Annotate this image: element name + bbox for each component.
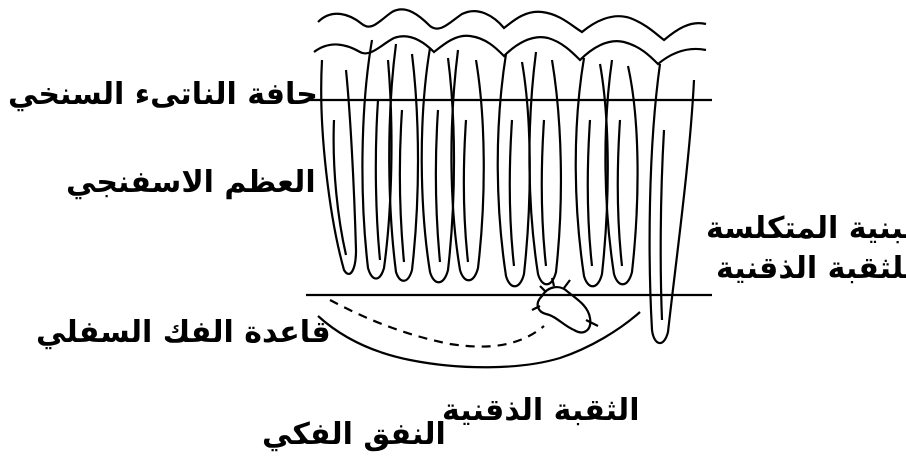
root-3-canal [434,109,470,263]
calcified-structure-label-line1: البنية المتكلسة [706,211,906,246]
root-3-distal [450,49,485,282]
mental-foramen-spikes [531,277,599,327]
root-1-canal [332,119,348,256]
alveolar-crest-label: حافة الناتىء السنخي [8,77,318,112]
root-4-distal [528,51,563,286]
crown-outline-upper [317,8,707,42]
crown-outline-lower [313,34,707,66]
root-5-canal [586,119,624,267]
cancellous-bone-label: العظم الاسفنجي [66,165,316,200]
mandible-base-label: قاعدة الفك السفلي [36,315,331,350]
mandibular-canal-path [329,299,545,348]
calcified-structure-label-line2: للثقبة الذقنية [716,251,906,286]
mental-foramen-label: الثقبة الذقنية [442,393,640,428]
mental-foramen-structure [536,286,592,334]
root-2-canal [374,99,406,263]
root-1 [320,59,358,276]
root-2-mesial [361,39,393,280]
root-6-canal [659,129,666,321]
root-6-long [648,63,696,345]
root-3-mesial [420,47,456,284]
mandible-lower-border [317,311,641,369]
root-2-distal [388,43,420,282]
root-4-canal [508,119,548,267]
root-4-mesial [496,53,531,288]
mandibular-canal-label: النفق الفكي [262,417,446,452]
root-5-mesial [574,57,609,288]
root-5-distal [604,59,639,286]
